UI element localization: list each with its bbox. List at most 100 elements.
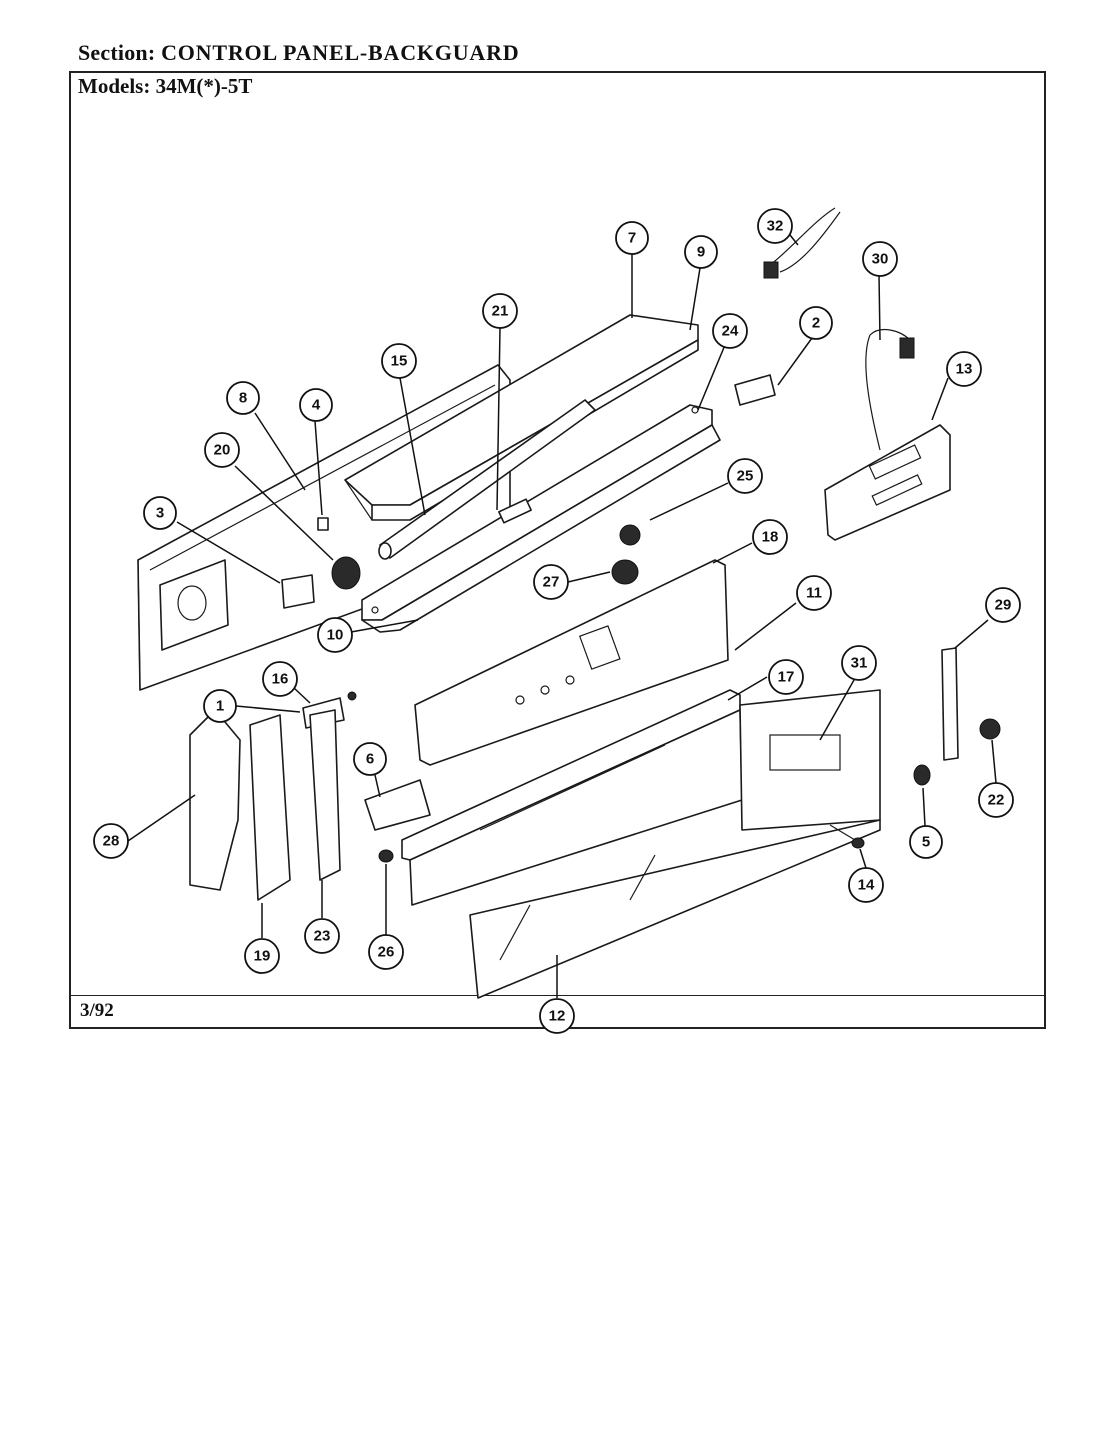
part-lower-rail	[361, 404, 721, 633]
callout-10: 10	[317, 617, 353, 653]
svg-text:9: 9	[697, 244, 705, 261]
part-end-cap-28	[189, 709, 241, 891]
part-glass-front-12	[469, 689, 881, 999]
callout-17: 17	[768, 659, 804, 695]
callout-18: 18	[752, 519, 788, 555]
callout-3: 3	[143, 496, 177, 530]
callout-24: 24	[712, 313, 748, 349]
section-title: Section: CONTROL PANEL-BACKGUARD	[78, 40, 519, 66]
svg-text:29: 29	[995, 597, 1012, 614]
svg-text:8: 8	[239, 390, 247, 407]
callout-29: 29	[985, 587, 1021, 623]
svg-text:3: 3	[156, 505, 164, 522]
svg-text:10: 10	[327, 627, 344, 644]
svg-text:24: 24	[722, 323, 739, 340]
svg-text:4: 4	[312, 397, 321, 414]
svg-text:25: 25	[737, 468, 754, 485]
svg-text:27: 27	[543, 574, 560, 591]
svg-text:16: 16	[272, 671, 289, 688]
callout-11: 11	[796, 575, 832, 611]
svg-text:22: 22	[988, 792, 1005, 809]
callout-4: 4	[299, 388, 333, 422]
callout-26: 26	[368, 934, 404, 970]
part-top-trim	[344, 314, 699, 521]
svg-text:31: 31	[851, 655, 868, 672]
part-mount-plate-18	[414, 559, 729, 766]
footer-date: 3/92	[80, 1000, 114, 1021]
callout-28: 28	[93, 823, 129, 859]
svg-text:30: 30	[872, 251, 889, 268]
svg-text:7: 7	[628, 230, 636, 247]
callout-12: 12	[539, 998, 575, 1034]
callout-2: 2	[799, 306, 833, 340]
part-switch-27	[611, 559, 639, 585]
callout-6: 6	[353, 742, 387, 776]
callout-30: 30	[862, 241, 898, 277]
callout-27: 27	[533, 564, 569, 600]
callout-21: 21	[482, 293, 518, 329]
svg-text:19: 19	[254, 948, 271, 965]
callout-7: 7	[615, 221, 649, 255]
svg-text:12: 12	[549, 1008, 566, 1025]
svg-text:26: 26	[378, 944, 395, 961]
part-spacer-4	[317, 517, 329, 531]
part-screw-14	[829, 824, 865, 849]
svg-text:5: 5	[922, 834, 930, 851]
models-value: 34M(*)-5T	[155, 74, 253, 98]
callout-20: 20	[204, 432, 240, 468]
part-vent-panel-17	[401, 689, 743, 906]
part-bracket-2	[734, 374, 776, 406]
svg-text:13: 13	[956, 361, 973, 378]
svg-text:18: 18	[762, 529, 779, 546]
svg-text:21: 21	[492, 303, 509, 320]
callout-32: 32	[757, 208, 793, 244]
part-clip-21	[498, 498, 532, 524]
callout-9: 9	[684, 235, 718, 269]
leader-lines	[127, 234, 997, 998]
models-line: Models: 34M(*)-5T	[78, 74, 252, 99]
callout-15: 15	[381, 343, 417, 379]
part-tube	[378, 399, 596, 560]
svg-text:2: 2	[812, 315, 820, 332]
part-harness-30	[865, 328, 915, 451]
part-trim-29	[941, 647, 959, 761]
svg-text:15: 15	[391, 353, 408, 370]
part-knob-20	[331, 556, 361, 590]
part-knob-5	[913, 764, 931, 786]
part-screw-26	[378, 849, 394, 863]
callout-22: 22	[978, 782, 1014, 818]
callout-8: 8	[226, 381, 260, 415]
callout-16: 16	[262, 661, 298, 697]
part-switch-25	[619, 524, 641, 546]
svg-text:14: 14	[858, 877, 875, 894]
part-control-board-13	[824, 424, 951, 541]
svg-text:17: 17	[778, 669, 795, 686]
section-value: CONTROL PANEL-BACKGUARD	[161, 40, 520, 65]
callout-19: 19	[244, 938, 280, 974]
svg-text:1: 1	[216, 698, 224, 715]
svg-text:23: 23	[314, 928, 331, 945]
section-prefix: Section:	[78, 40, 156, 65]
callout-13: 13	[946, 351, 982, 387]
callout-23: 23	[304, 918, 340, 954]
part-drawings	[137, 207, 1001, 999]
svg-text:32: 32	[767, 218, 784, 235]
svg-text:28: 28	[103, 833, 120, 850]
callout-31: 31	[841, 645, 877, 681]
part-hinge-23	[309, 709, 341, 881]
callout-14: 14	[848, 867, 884, 903]
part-side-bracket-19	[249, 714, 291, 901]
callouts: 7 9 32 30 21 24 2 15 13 8 4 20 25 3 18 2…	[93, 208, 1021, 1034]
svg-text:6: 6	[366, 751, 374, 768]
models-prefix: Models:	[78, 74, 151, 98]
part-harness-32	[763, 207, 841, 279]
callout-5: 5	[909, 825, 943, 859]
part-bracket-3	[281, 574, 315, 609]
svg-text:20: 20	[214, 442, 231, 459]
part-knob-22	[979, 718, 1001, 740]
part-end-bracket-6	[364, 779, 431, 831]
svg-text:11: 11	[806, 585, 822, 602]
callout-1: 1	[203, 689, 237, 723]
